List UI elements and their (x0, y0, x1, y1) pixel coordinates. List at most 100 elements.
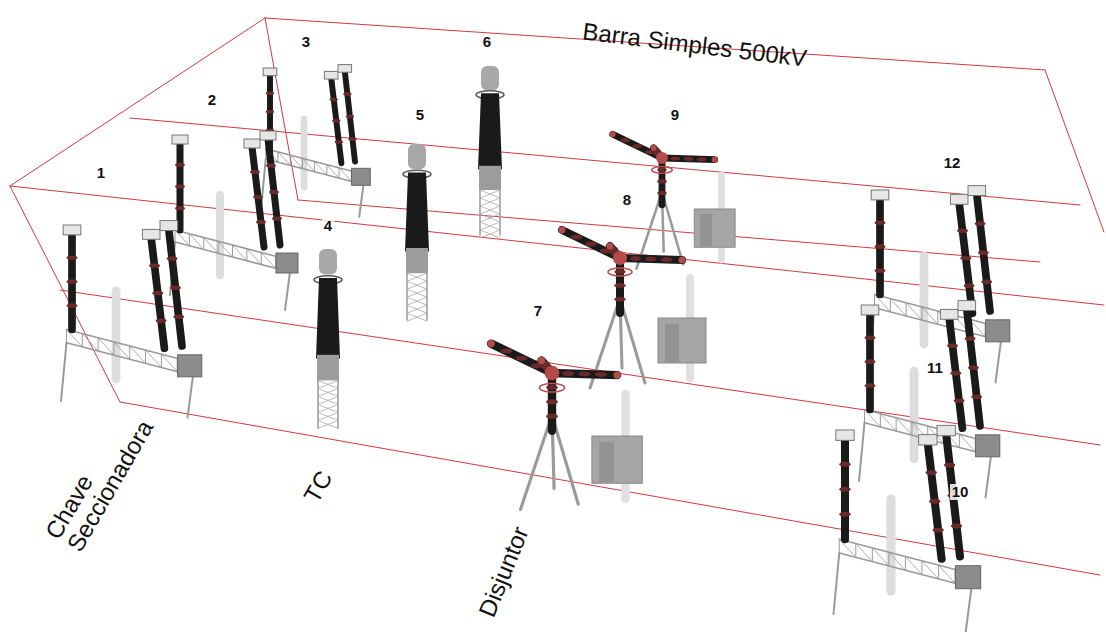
insulator-flange (950, 371, 961, 376)
arc-horn (244, 139, 260, 148)
breaker-terminal (487, 340, 494, 347)
arc-horn (836, 430, 854, 440)
insulator (169, 229, 182, 346)
motor-box (955, 566, 980, 589)
insulator-flange (173, 315, 184, 320)
truss-bar (114, 342, 130, 359)
insulator-flange (272, 216, 282, 220)
ct-pedestal (407, 313, 427, 321)
insulator-flange (256, 220, 266, 224)
truss-bar (875, 295, 1002, 328)
arc-horn (142, 229, 160, 239)
insulator-flange (175, 206, 185, 210)
truss-bar (856, 544, 873, 562)
insulator-flange (661, 257, 672, 262)
ct-pedestal (318, 412, 338, 420)
motor-box (276, 253, 298, 273)
truss-bar (277, 152, 278, 162)
ct-head (481, 66, 499, 90)
truss-bar (839, 539, 971, 574)
truss-bar (339, 168, 351, 181)
insulator-flange (167, 256, 178, 261)
ct-column (405, 172, 429, 251)
ct-pedestal (318, 380, 338, 388)
motor-box (352, 168, 371, 185)
insulator-flange (250, 170, 260, 174)
insulator (967, 309, 980, 426)
insulator-flange (965, 336, 976, 341)
insulator-flange (562, 371, 574, 376)
bay-frame-line (10, 186, 120, 402)
insulator-flange (633, 144, 643, 148)
ct-pedestal (318, 388, 338, 396)
ct-pedestal (480, 206, 500, 214)
truss-bar (889, 552, 906, 570)
truss-bar (261, 253, 275, 269)
ct-pedestal (407, 297, 427, 305)
insulator-flange (968, 365, 979, 370)
breaker-leg (521, 415, 553, 510)
truss-bar (896, 418, 897, 431)
insulator-flange (346, 115, 354, 119)
breaker-terminal (712, 157, 718, 163)
truss-bar (875, 308, 1002, 341)
insulator-flange (865, 335, 876, 340)
arc-horn (160, 221, 178, 231)
ct-pedestal (318, 396, 338, 404)
arc-horn (937, 425, 955, 435)
insulator (491, 344, 552, 373)
insulator-flange (684, 157, 694, 161)
truss-leg (986, 456, 992, 498)
breaker-terminal (607, 243, 614, 250)
truss-bar (290, 155, 302, 168)
motor-box (976, 435, 1000, 457)
truss-bar (233, 245, 247, 261)
ct-base (479, 166, 501, 190)
breaker-cabinet (665, 324, 679, 362)
truss-bar (261, 253, 262, 265)
truss-bar (938, 565, 955, 583)
insulator (345, 71, 355, 161)
truss-leg (859, 423, 865, 481)
truss-bar (880, 414, 896, 431)
ct-pedestal (318, 396, 338, 404)
insulator (331, 78, 341, 163)
insulator-flange (343, 92, 351, 96)
breaker-cabinet (658, 318, 706, 363)
shadow (216, 195, 224, 275)
breaker-terminal (679, 257, 686, 264)
ct-pedestal (480, 198, 500, 206)
truss-leg (359, 184, 363, 216)
truss-bar (203, 238, 204, 250)
breaker-hub (545, 366, 560, 381)
arc-horn (63, 225, 81, 235)
ct-pedestal (407, 289, 427, 297)
ct-pedestal (407, 281, 427, 289)
truss-bar (921, 561, 922, 575)
insulator-flange (571, 235, 582, 240)
truss-bar (922, 561, 939, 579)
insulator-flange (645, 257, 656, 262)
ct-pedestal (480, 190, 500, 198)
breaker-terminal (538, 357, 545, 364)
truss-bar (339, 168, 340, 178)
bay-frame-line (10, 18, 265, 186)
breaker-terminal (610, 131, 616, 137)
insulator (268, 139, 280, 245)
arc-horn (263, 68, 277, 76)
insulator-flange (875, 244, 886, 249)
truss-bar (315, 162, 327, 175)
truss-bar (266, 149, 364, 175)
insulator (928, 444, 942, 559)
section-label: TC (299, 467, 337, 507)
insulator-flange (546, 385, 558, 390)
ct-pedestal (480, 206, 500, 214)
insulator (959, 203, 972, 313)
insulator (613, 134, 662, 158)
truss-bar (67, 343, 194, 376)
breaker-cabinet (599, 442, 614, 482)
callout-number: 11 (925, 360, 945, 376)
insulator-flange (67, 303, 78, 308)
insulator-flange (875, 268, 886, 273)
